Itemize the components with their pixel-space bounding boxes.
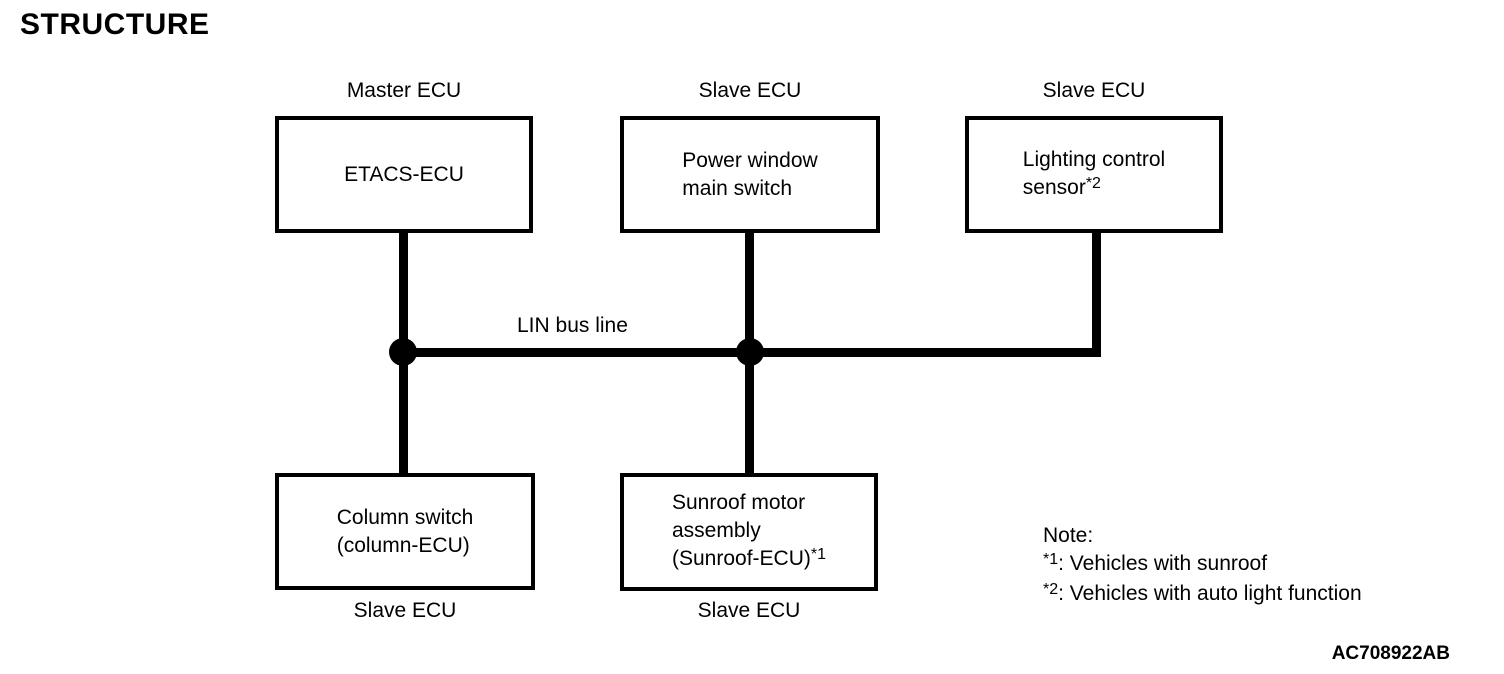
node-text-column-switch: Column switch (column-ECU) (337, 504, 474, 560)
note-text-1: : Vehicles with sunroof (1058, 552, 1268, 575)
role-label-slave-ecu-sunroof: Slave ECU (697, 599, 801, 622)
node-text-lighting-control-sensor: Lighting control sensor*2 (1023, 146, 1165, 204)
node-line: sensor*2 (1023, 174, 1165, 204)
node-line: Lighting control (1022, 147, 1166, 171)
note-ref-2: *2 (1043, 581, 1059, 598)
node-line: Sunroof motor (672, 491, 806, 514)
footnote-ref-2: *2 (1085, 174, 1101, 192)
role-label-master-ecu: Master ECU (346, 79, 462, 102)
node-box-lighting-control-sensor: Lighting control sensor*2 (965, 116, 1223, 233)
node-box-column-switch: Column switch (column-ECU) (275, 473, 535, 590)
node-text-power-window-main-switch: Power window main switch (682, 147, 817, 203)
note-block: Note: *1: Vehicles with sunroof *2: Vehi… (1043, 522, 1362, 610)
footnote-ref-1: *1 (810, 546, 826, 563)
node-line-text: sensor (1022, 175, 1086, 199)
node-box-power-window-main-switch: Power window main switch (620, 116, 880, 233)
node-box-sunroof-motor-assembly: Sunroof motor assembly (Sunroof-ECU)*1 (620, 473, 878, 591)
note-item-1: *1: Vehicles with sunroof (1043, 550, 1362, 580)
node-line: Column switch (336, 505, 474, 529)
node-text-sunroof-motor-assembly: Sunroof motor assembly (Sunroof-ECU)*1 (672, 489, 826, 575)
node-line: Power window (682, 148, 818, 172)
role-label-slave-ecu-power-window: Slave ECU (698, 79, 802, 102)
connector-lighting-sensor-to-bus (1092, 231, 1101, 357)
junction-dot-left (389, 338, 417, 366)
note-text-2: : Vehicles with auto light function (1058, 582, 1362, 605)
figure-code: AC708922AB (1331, 643, 1450, 664)
node-line: (column-ECU) (336, 533, 470, 557)
role-label-slave-ecu-column-switch: Slave ECU (353, 599, 457, 622)
node-line: ETACS-ECU (344, 162, 464, 186)
note-ref-1: *1 (1043, 551, 1059, 568)
node-line: (Sunroof-ECU)*1 (672, 545, 826, 575)
note-item-2: *2: Vehicles with auto light function (1043, 580, 1362, 610)
node-text-etacs-ecu: ETACS-ECU (344, 161, 464, 189)
junction-dot-middle (736, 338, 764, 366)
role-label-slave-ecu-lighting-sensor: Slave ECU (1042, 79, 1146, 102)
lin-bus-label: LIN bus line (517, 314, 628, 337)
note-heading: Note: (1043, 524, 1094, 547)
page-title: STRUCTURE (20, 8, 210, 41)
node-line-text: (Sunroof-ECU) (672, 547, 811, 570)
node-line: main switch (682, 176, 792, 200)
node-box-etacs-ecu: ETACS-ECU (275, 116, 533, 233)
node-line: assembly (672, 519, 761, 542)
